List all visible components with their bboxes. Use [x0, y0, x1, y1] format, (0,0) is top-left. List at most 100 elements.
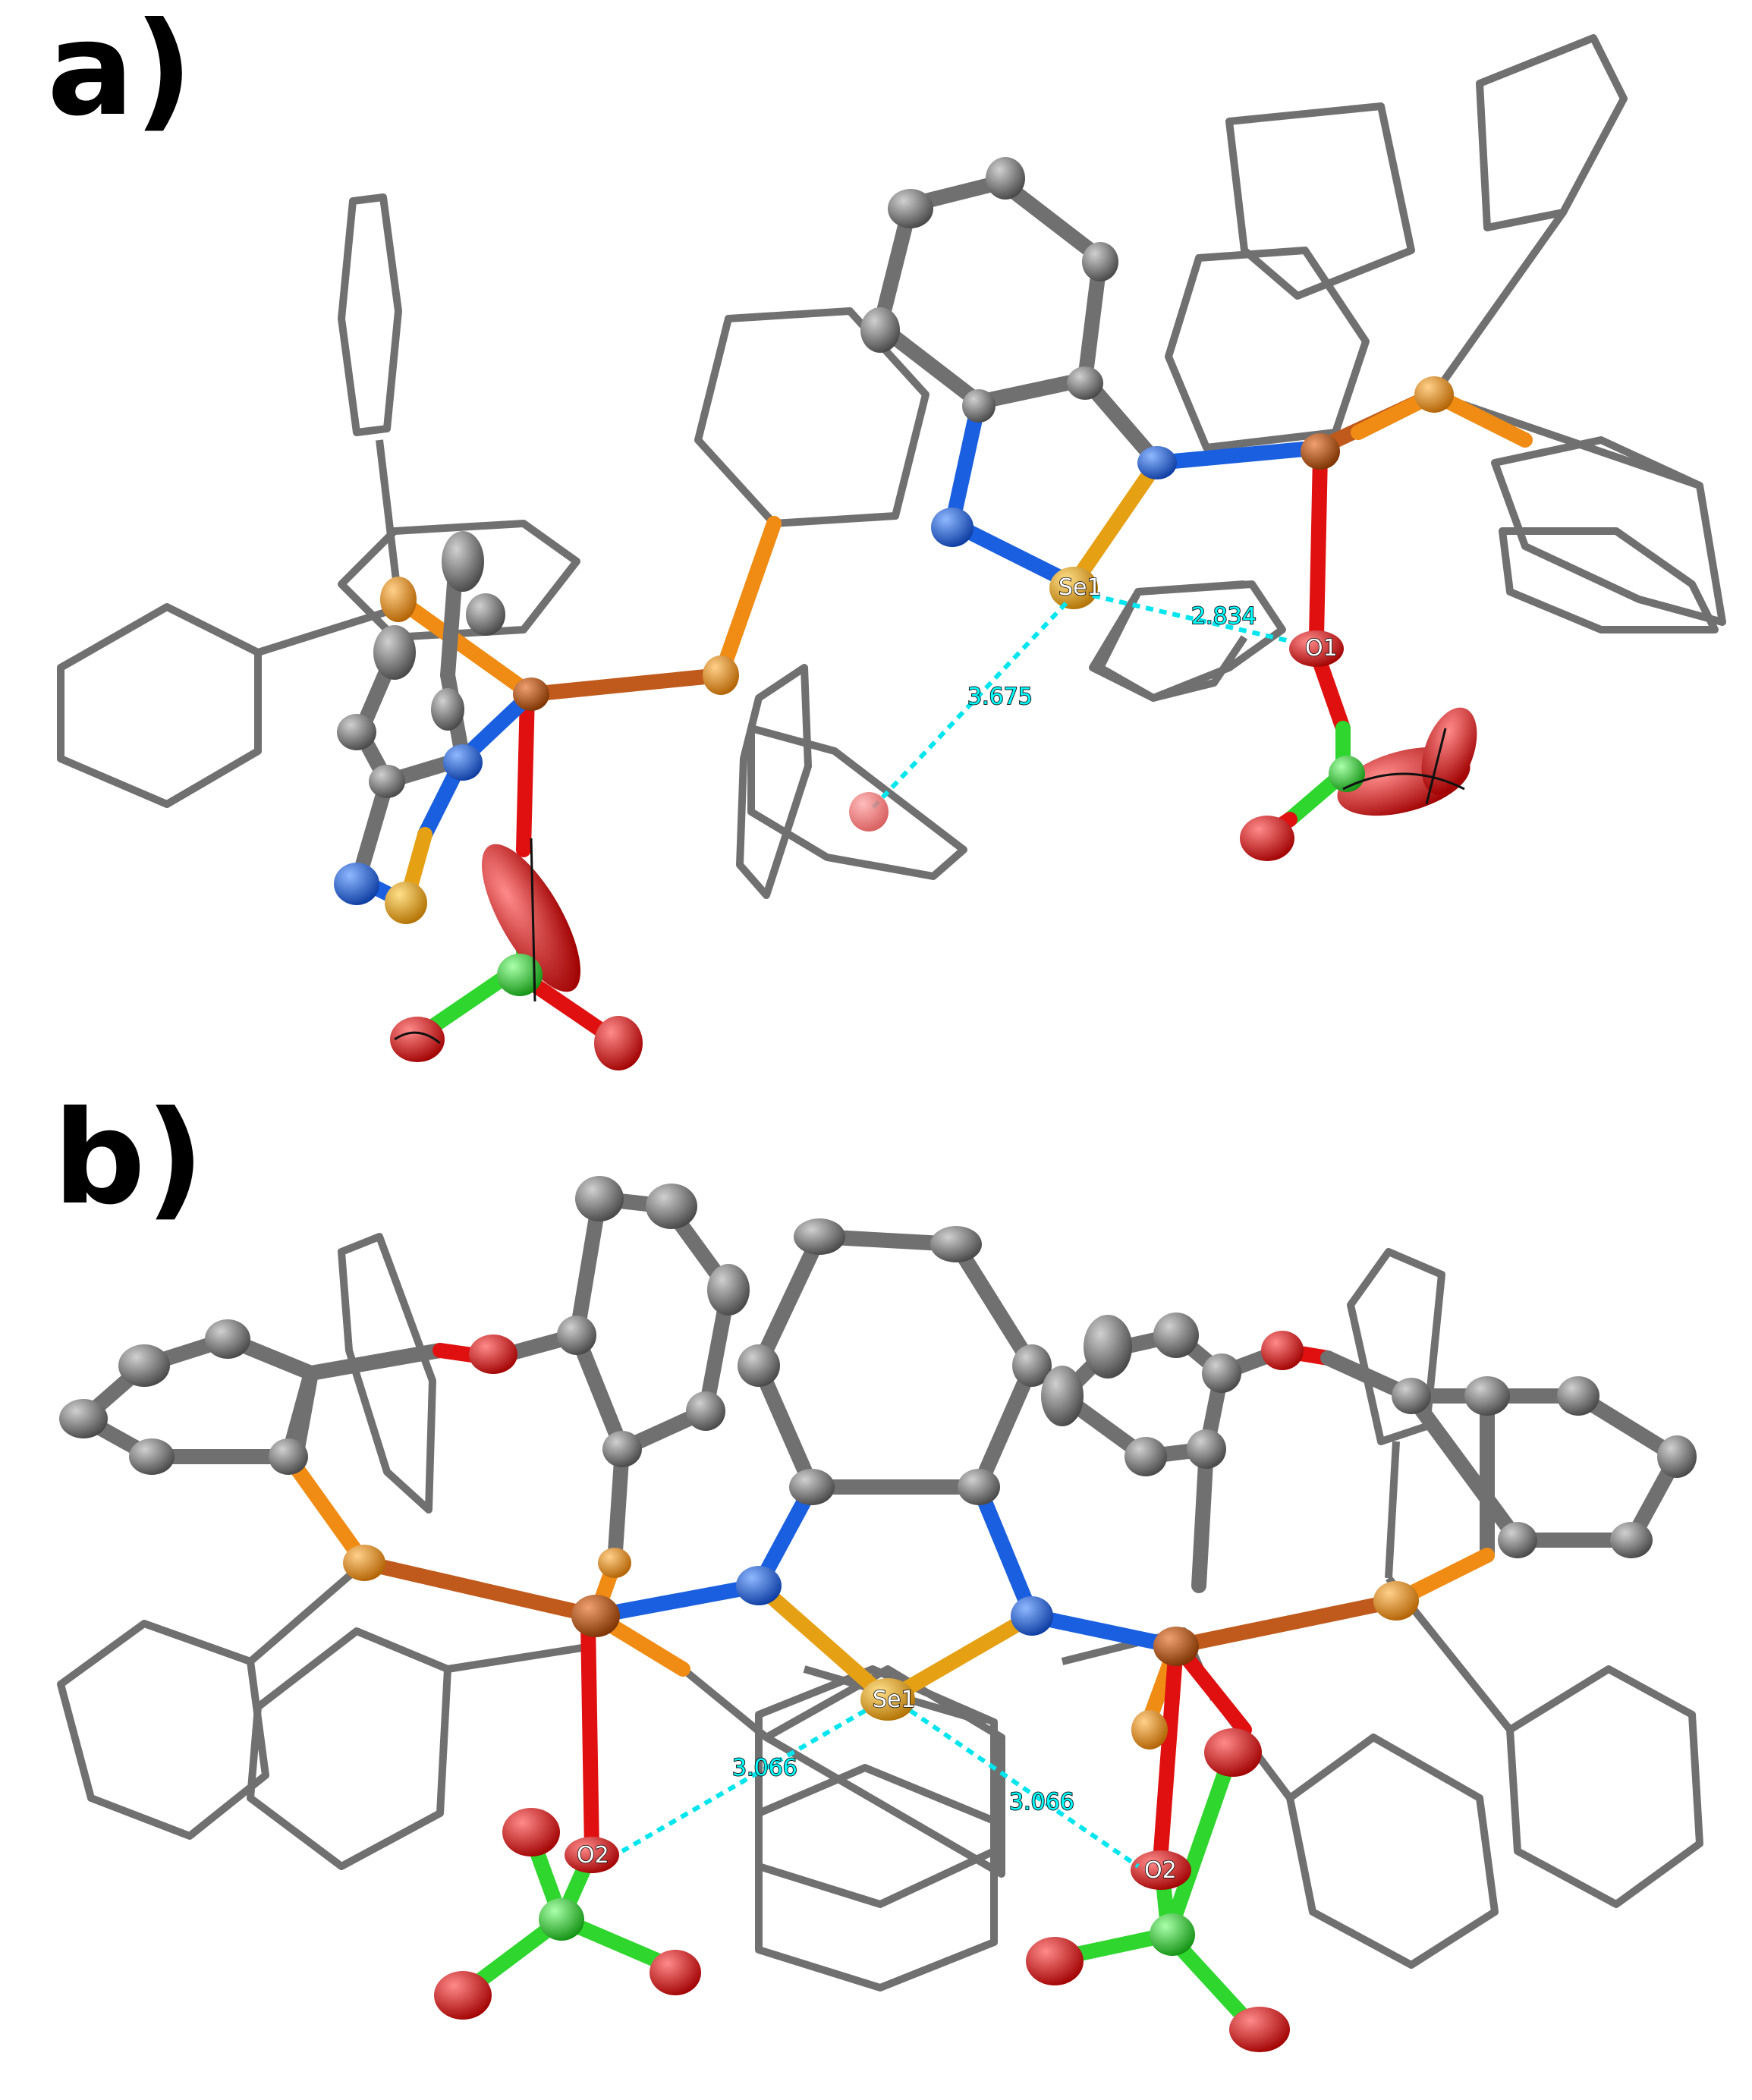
- panel-b-contacts: [621, 1709, 1140, 1869]
- panel-b-benzoselenadiazole: [750, 1228, 1041, 1707]
- carbon-atom: [1187, 1429, 1226, 1469]
- left-phosphine-rings: [57, 193, 580, 808]
- carbon-atom: [557, 1316, 596, 1355]
- carbon-atom: [1082, 242, 1118, 281]
- carbon-atom: [962, 389, 996, 423]
- copper-atom: [571, 1595, 620, 1637]
- carbon-atom: [1557, 1376, 1599, 1416]
- copper-atom: [513, 677, 549, 711]
- oxygen-atom: [565, 1837, 619, 1873]
- distance-label-se-o: 2.834: [1191, 603, 1257, 630]
- phosphorus-atom: [343, 1545, 385, 1581]
- se-o2-left-contact: [621, 1709, 867, 1853]
- distance-label-se-centroid: 3.675: [967, 684, 1033, 710]
- carbon-atom: [646, 1184, 697, 1229]
- carbon-atom: [686, 1391, 725, 1431]
- carbon-atom: [1124, 1437, 1167, 1476]
- carbon-atom: [59, 1399, 108, 1438]
- carbon-atom: [1498, 1522, 1537, 1558]
- panel-b-label: b): [53, 1083, 204, 1234]
- copper-atom: [1153, 1627, 1199, 1666]
- carbon-atom: [1464, 1376, 1510, 1416]
- distance-label-right: 3.066: [1009, 1789, 1074, 1815]
- atom-label-se1-b: Se1: [873, 1687, 916, 1713]
- chlorine-atom: [539, 1898, 584, 1941]
- atom-label-se1: Se1: [1058, 574, 1102, 601]
- left-copper-bonds: [391, 516, 782, 857]
- right-atoms: [860, 157, 1454, 667]
- carbon-atom: [707, 1264, 750, 1316]
- carbon-atom: [442, 531, 484, 592]
- carbon-atom: [1657, 1435, 1697, 1478]
- carbon-atom: [575, 1176, 624, 1221]
- carbon-atom: [205, 1319, 250, 1359]
- carbon-atom: [789, 1469, 835, 1505]
- perchlorate-oxygen: [1240, 816, 1294, 861]
- ring-centroid: [849, 792, 889, 832]
- right-perchlorate: [1240, 645, 1477, 861]
- carbon-atom: [118, 1344, 170, 1387]
- perchlorate-oxygen: [1204, 1728, 1262, 1777]
- perchlorate-oxygen: [1229, 2007, 1290, 2052]
- chlorine-atom: [1150, 1913, 1195, 1956]
- selenium-atom: [1049, 567, 1098, 609]
- oxygen-atom: [1131, 1850, 1191, 1890]
- middle-phosphine-rings: [694, 307, 967, 899]
- se-o-contact: [1092, 593, 1291, 643]
- chlorine-atom: [497, 954, 543, 996]
- perchlorate-oxygen: [594, 1016, 643, 1070]
- atom-label-o1: O1: [1305, 635, 1338, 662]
- right-phosphine-rings: [1089, 34, 1726, 702]
- oxygen-atom: [1289, 630, 1344, 667]
- panel-a: a): [47, 0, 1726, 1070]
- carbon-atom: [602, 1431, 642, 1467]
- right-copper-bonds: [1309, 387, 1533, 645]
- phosphorus-atom: [598, 1548, 631, 1578]
- selenium-atom: [385, 882, 427, 924]
- distance-label-left: 3.066: [732, 1755, 797, 1781]
- carbon-atom: [1153, 1312, 1199, 1358]
- nitrogen-atom: [1011, 1596, 1053, 1636]
- carbon-atom: [369, 765, 405, 798]
- carbon-atom: [129, 1438, 175, 1475]
- carbon-atom: [1202, 1353, 1241, 1393]
- panel-b-perchlorates: [434, 1728, 1290, 2052]
- perchlorate-oxygen: [390, 1017, 445, 1062]
- carbon-atom: [373, 625, 416, 680]
- carbon-atom: [431, 688, 464, 731]
- carbon-atom: [337, 714, 376, 750]
- carbon-atom: [1012, 1344, 1052, 1387]
- left-atoms: [334, 531, 739, 924]
- oxygen-atom: [469, 1335, 517, 1374]
- panel-a-contacts: [849, 593, 1291, 832]
- nitrogen-atom: [443, 744, 483, 781]
- carbon-atom: [958, 1469, 1000, 1505]
- panel-b-left-ligand: [70, 1190, 737, 1570]
- nitrogen-atom: [334, 863, 379, 905]
- phosphorus-atom: [380, 577, 417, 622]
- panel-a-label: a): [47, 0, 193, 145]
- carbon-atom: [738, 1344, 780, 1387]
- phosphorus-atom: [1373, 1581, 1419, 1621]
- carbon-atom: [1084, 1315, 1132, 1379]
- se-centroid-contact: [870, 601, 1068, 810]
- se-o2-right-contact: [909, 1709, 1140, 1869]
- atom-label-o2-right: O2: [1144, 1857, 1177, 1884]
- carbon-atom: [466, 593, 505, 636]
- carbon-atom: [860, 307, 900, 353]
- copper-atom: [1301, 433, 1340, 470]
- left-perchlorate: [390, 838, 643, 1070]
- selenium-atom: [860, 1678, 915, 1721]
- phosphorus-atom: [1414, 376, 1454, 413]
- carbon-atom: [1392, 1378, 1431, 1414]
- carbon-atom: [269, 1438, 308, 1475]
- perchlorate-oxygen: [502, 1808, 560, 1856]
- carbon-atom: [794, 1218, 845, 1255]
- oxygen-atom: [1261, 1331, 1304, 1370]
- carbon-atom: [1610, 1522, 1653, 1558]
- perchlorate-oxygen: [482, 844, 580, 992]
- carbon-atom: [986, 157, 1025, 200]
- perchlorate-oxygen: [434, 1971, 492, 2020]
- phosphorus-atom: [1131, 1710, 1168, 1749]
